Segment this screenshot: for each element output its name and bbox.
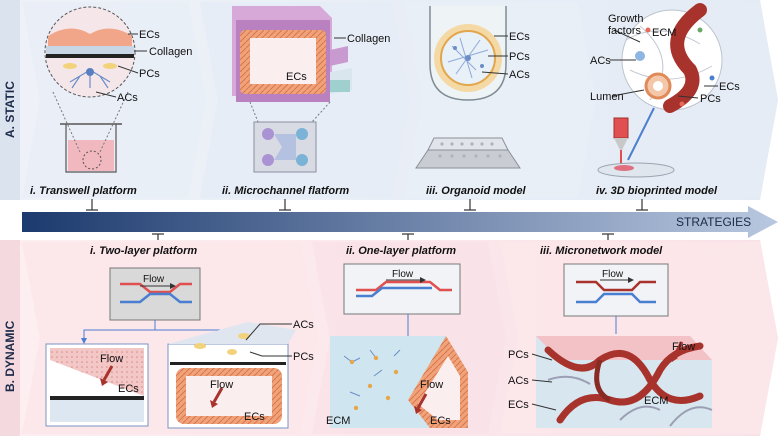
transwell-collagen-label: Collagen bbox=[149, 46, 192, 58]
two-layer-panel: i. Two-layer platform Flow Flow ECs Flow… bbox=[45, 245, 314, 429]
strategies-arrow: STRATEGIES bbox=[22, 199, 778, 244]
static-section-label: A. STATIC bbox=[3, 81, 17, 138]
one-layer-ecs-label: ECs bbox=[430, 415, 451, 427]
micronetwork-ecm-label: ECM bbox=[644, 395, 668, 407]
microchannel-ecs-label: ECs bbox=[286, 71, 307, 83]
micronetwork-pcs-label: PCs bbox=[508, 349, 529, 361]
organoid-acs-label: ACs bbox=[509, 69, 530, 81]
transwell-acs-label: ACs bbox=[117, 92, 138, 104]
micronetwork-flow-label: Flow bbox=[602, 269, 624, 280]
transwell-ecs-label: ECs bbox=[139, 29, 160, 41]
microchannel-title: ii. Microchannel flatform bbox=[222, 185, 349, 197]
transwell-panel: ECs Collagen PCs ACs i. Transwell platfo… bbox=[30, 6, 192, 197]
strategies-label: STRATEGIES bbox=[676, 215, 751, 229]
bioprinted-ecs-label: ECs bbox=[719, 81, 740, 93]
bioprinted-pcs-label: PCs bbox=[700, 93, 721, 105]
two-layer-flow-label: Flow bbox=[143, 274, 165, 285]
organoid-pcs-label: PCs bbox=[509, 51, 530, 63]
organoid-ecs-label: ECs bbox=[509, 31, 530, 43]
micronetwork-inner-flow-label: Flow bbox=[672, 341, 695, 353]
micronetwork-title: iii. Micronetwork model bbox=[540, 245, 663, 257]
two-layer-title: i. Two-layer platform bbox=[90, 245, 197, 257]
organoid-panel: ECs PCs ACs iii. Organoid model bbox=[415, 6, 530, 197]
bioprinted-lumen-label: Lumen bbox=[590, 91, 624, 103]
one-layer-panel: ii. One-layer platform Flow Flow ECM ECs bbox=[326, 245, 468, 428]
one-layer-title: ii. One-layer platform bbox=[346, 245, 456, 257]
microchannel-panel: Collagen ECs ii. Microchannel flatform bbox=[222, 6, 390, 197]
micronetwork-acs-label: ACs bbox=[508, 375, 529, 387]
two-layer-right-ecs-label: ECs bbox=[244, 411, 265, 423]
dynamic-section-label: B. DYNAMIC bbox=[3, 320, 17, 392]
bioprinted-acs-label: ACs bbox=[590, 55, 611, 67]
transwell-title: i. Transwell platform bbox=[30, 185, 137, 197]
two-layer-acs-label: ACs bbox=[293, 319, 314, 331]
bioprinted-ecm-label: ECM bbox=[652, 27, 676, 39]
one-layer-flow-label: Flow bbox=[392, 269, 414, 280]
two-layer-left-ecs-label: ECs bbox=[118, 383, 139, 395]
two-layer-left-flow-label: Flow bbox=[100, 353, 123, 365]
micronetwork-panel: iii. Micronetwork model Flow Flow PCs AC… bbox=[508, 245, 713, 428]
transwell-pcs-label: PCs bbox=[139, 68, 160, 80]
one-layer-ecm-label: ECM bbox=[326, 415, 350, 427]
one-layer-inner-flow-label: Flow bbox=[420, 379, 443, 391]
microchannel-collagen-label: Collagen bbox=[347, 33, 390, 45]
bioprinted-title: iv. 3D bioprinted model bbox=[596, 185, 718, 197]
organoid-title: iii. Organoid model bbox=[426, 185, 527, 197]
two-layer-pcs-label: PCs bbox=[293, 351, 314, 363]
two-layer-right-flow-label: Flow bbox=[210, 379, 233, 391]
micronetwork-ecs-label: ECs bbox=[508, 399, 529, 411]
